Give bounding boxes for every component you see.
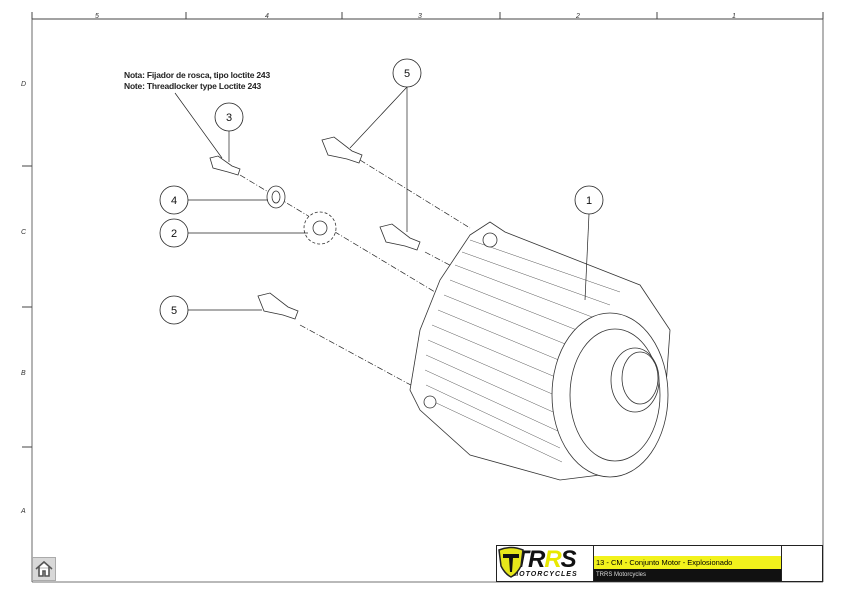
balloon-label: 1 [586,195,592,207]
drawing-title: 13 - CM - Conjunto Motor - Explosionado [594,556,781,569]
balloon-label: 5 [404,68,410,80]
logo-sub: MOTORCYCLES [512,571,578,578]
home-button[interactable] [32,557,56,581]
home-icon [35,560,53,577]
row-label: A [20,508,26,515]
row-label: B [21,370,26,377]
trrs-shield-icon [498,546,524,578]
column-label: 3 [418,13,422,20]
title-block: TRRS MOTORCYCLES 13 - CM - Conjunto Moto… [496,545,823,582]
balloon-label: 4 [171,195,177,207]
bolt-part [209,136,421,320]
motor-assembly [409,221,671,481]
balloon-label: 5 [171,305,177,317]
row-label: C [21,229,27,236]
drawing-frame [22,12,824,583]
note-en: Note: Threadlocker type Loctite 243 [124,81,262,91]
column-label: 4 [265,13,269,20]
balloon-label: 3 [226,112,232,124]
drawing-subtitle: TRRS Motorcycles [594,569,781,581]
column-label: 1 [732,13,736,20]
column-label: 2 [575,13,580,20]
column-label: 5 [95,13,99,20]
balloon-label: 2 [171,228,177,240]
row-label: D [21,81,26,88]
note-es: Nota: Fijador de rosca, tipo loctite 243 [124,70,270,80]
